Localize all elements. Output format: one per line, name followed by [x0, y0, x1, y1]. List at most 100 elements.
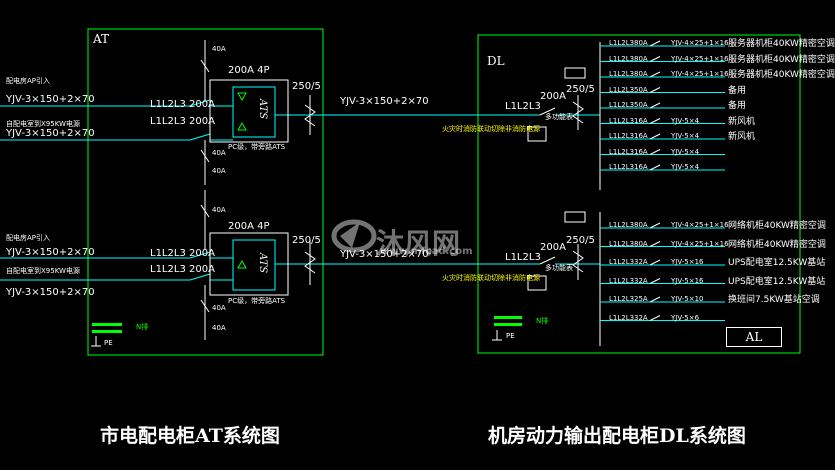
dl-branch-desc: UPS配电室12.5KW基站	[728, 258, 826, 268]
dl-branch-switch	[649, 87, 661, 93]
dl-upper-spd	[572, 95, 584, 130]
dl-lower-main-breaker: 200A	[540, 242, 566, 253]
dl-branch-cable: YJV-5×10	[671, 295, 704, 303]
at-lower-spd	[304, 240, 316, 285]
dl-branch-amps: 32A	[634, 258, 648, 266]
dl-branch-switch	[649, 241, 661, 247]
dl-branch-cable: YJV-4×25+1×16	[671, 221, 729, 229]
dl-branch-amps: 25A	[634, 295, 648, 303]
al-box: AL	[726, 327, 782, 347]
dl-branch-cable: YJV-5×4	[671, 147, 700, 156]
at-caption: 市电配电柜AT系统图	[100, 425, 280, 447]
at-upper-in1-label: 配电房AP引入	[6, 77, 51, 85]
at-upper-breaker: 200A 4P	[228, 65, 270, 76]
at-upper-bus2: L1L2L3 200A	[150, 116, 215, 127]
dl-branch-desc: 新风机	[728, 116, 756, 127]
at-lower-bus2: L1L2L3 200A	[150, 264, 215, 275]
at-upper-ats-frame	[209, 79, 289, 143]
at-panel-title: AT	[93, 32, 110, 46]
dl-branch-switch	[649, 296, 661, 303]
dl-branch-amps: 32A	[634, 276, 648, 285]
at-upper-in1-cable: YJV-3×150+2×70	[6, 94, 95, 105]
link-cable-upper: YJV-3×150+2×70	[340, 96, 429, 107]
dl-branch-desc: 新风机	[728, 132, 756, 142]
dl-branch-cable: YJV-5×4	[671, 116, 700, 125]
dl-branch-amps: 16A	[634, 163, 648, 171]
dl-ground-text: PE	[506, 332, 515, 340]
dl-branch-switch	[649, 315, 661, 321]
watermark-name: 沐风网	[376, 227, 461, 260]
at-legend-bar-2	[92, 330, 122, 333]
at-upper-circuit	[0, 99, 478, 141]
dl-branch-switch	[649, 164, 661, 171]
dl-branch-cable: YJV-5×16	[671, 276, 704, 285]
dl-lower-meter-label: 多功能表	[545, 264, 573, 272]
at-note-1: 40A	[212, 45, 226, 53]
dl-branch-phases: L1L2L3	[609, 258, 635, 266]
dl-branch-amps: 16A	[634, 116, 648, 125]
at-legend-bar-1	[92, 323, 122, 326]
dl-branch-phases: L1L2L3	[609, 132, 635, 140]
dl-upper-main-breaker: 200A	[540, 91, 566, 102]
dl-branch-amps: 80A	[634, 39, 648, 47]
at-panel-frame	[87, 28, 324, 356]
dl-branch-desc: 备用	[728, 85, 747, 96]
at-upper-ats-arrow-bottom	[237, 121, 247, 131]
dl-branch-switch	[649, 102, 661, 109]
dl-branch-phases: L1L2L3	[609, 295, 635, 303]
at-lower-ats-arrow	[237, 259, 247, 269]
watermark-url: www.mfcad.com	[380, 246, 473, 257]
at-lower-pc-note: PC级，带旁路ATS	[228, 297, 286, 305]
at-lower-in2-label: 自配电室到X95KW电源	[6, 267, 80, 275]
dl-lower-spd-label: 250/5	[566, 235, 595, 246]
dl-upper-shunt	[527, 126, 547, 142]
at-upper-bus1: L1L2L3 200A	[150, 99, 215, 110]
at-lower-bus1: L1L2L3 200A	[150, 248, 215, 259]
dl-branch-desc: 服务器机柜40KW精密空调	[728, 54, 835, 65]
dl-branch-switch	[649, 40, 661, 47]
at-lower-in1-label: 配电房AP引入	[6, 234, 51, 242]
dl-branch-amps: 80A	[634, 221, 648, 229]
dl-lower-shunt	[527, 275, 547, 291]
dl-branch-switch	[649, 149, 661, 155]
dl-branch-switch	[649, 71, 661, 78]
dl-branch-amps: 16A	[634, 147, 648, 156]
dl-branch-switch	[649, 118, 661, 124]
dl-branch-amps: 50A	[634, 85, 648, 94]
at-lower-spd-label: 250/5	[292, 235, 321, 246]
dl-branch-cable: YJV-5×4	[671, 163, 700, 171]
at-legend-text: N排	[136, 323, 149, 331]
dl-branch-desc: 换班间7.5KW基站空调	[728, 295, 820, 305]
dl-branch-phases: L1L2L3	[609, 276, 635, 285]
dl-upper-spd-label: 250/5	[566, 84, 595, 95]
dl-branch-cable: YJV-4×25+1×16	[671, 70, 729, 78]
link-cable-lower: YJV-3×150+2×70	[340, 249, 429, 260]
dl-branch-phases: L1L2L3	[609, 163, 635, 171]
dl-branch-cable: YJV-5×6	[671, 313, 700, 322]
dl-lower-branch-lines	[600, 222, 725, 321]
at-lower-in2-cable: YJV-3×150+2×70	[6, 287, 95, 298]
dl-lower-note: 火灾时消防联动切除非消防电源	[442, 274, 540, 282]
at-upper-ats-box	[232, 86, 276, 138]
dl-branch-switch	[649, 56, 661, 62]
watermark-logo-icon	[331, 219, 377, 253]
dl-branch-desc: 网络机柜40KW精密空调	[728, 221, 826, 231]
dl-upper-branch-lines	[600, 40, 725, 171]
dl-branch-cable: YJV-4×25+1×16	[671, 239, 729, 248]
dl-branch-desc: 服务器机柜40KW精密空调	[728, 39, 835, 49]
dl-branch-amps: 80A	[634, 239, 648, 248]
dl-branch-amps: 16A	[634, 132, 648, 140]
dl-upper-meter	[564, 67, 586, 79]
dl-branch-phases: L1L2L3	[609, 70, 635, 78]
dl-branch-amps: 50A	[634, 101, 648, 109]
dl-upper-note: 火灾时消防联动切除非消防电源	[442, 125, 540, 133]
dl-panel-title: DL	[487, 54, 505, 68]
dl-branch-phases: L1L2L3	[609, 147, 635, 156]
dl-branch-desc: UPS配电室12.5KW基站	[728, 276, 826, 287]
dl-branch-amps: 80A	[634, 54, 648, 63]
dl-legend-text: N排	[536, 317, 549, 325]
at-lower-ats-box	[232, 239, 276, 291]
dl-branch-phases: L1L2L3	[609, 221, 635, 229]
dl-branch-phases: L1L2L3	[609, 313, 635, 322]
